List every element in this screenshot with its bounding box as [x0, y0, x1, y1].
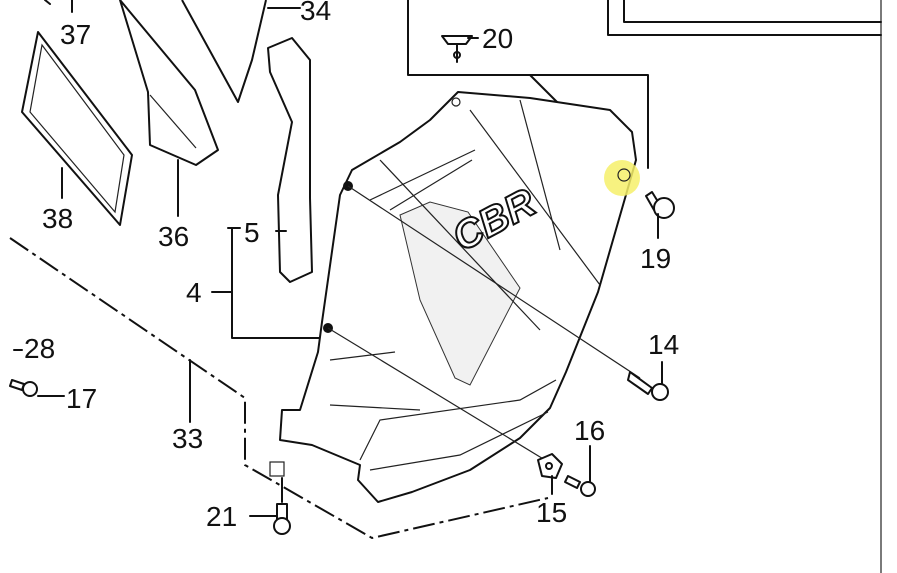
grommet-hole [617, 168, 631, 182]
part-15-nut [537, 453, 563, 495]
label-part-28: 28 [24, 333, 55, 364]
part-4-bracket [231, 227, 331, 339]
label-part-33: 33 [172, 423, 203, 454]
leader-33-line [9, 237, 549, 540]
label-part-19: 19 [640, 243, 671, 274]
part-19-cap [645, 191, 675, 239]
label-part-5: 5 [244, 217, 260, 248]
part-38-panel [21, 31, 133, 226]
label-part-20: 20 [482, 23, 513, 54]
label-part-37: 37 [60, 19, 91, 50]
label-part-38: 38 [42, 203, 73, 234]
label-part-15: 15 [536, 497, 567, 528]
label-part-34: 34 [300, 0, 331, 26]
part-21-bolt [249, 461, 291, 535]
fairing-hole-top [451, 97, 461, 107]
label-part-16: 16 [574, 415, 605, 446]
leader-15-line [327, 327, 546, 461]
part-17-bolt [9, 379, 65, 397]
callout-20-bracket [407, 0, 561, 106]
label-part-17: 17 [66, 383, 97, 414]
label-part-4: 4 [186, 277, 202, 308]
part-16-bolt [564, 445, 596, 497]
leader-14-line [347, 185, 641, 379]
top-right-box [607, 0, 882, 36]
main-fairing: CBR [279, 91, 637, 503]
highlight-marker [604, 160, 640, 196]
label-part-14: 14 [648, 329, 679, 360]
part-37-leader [44, 0, 73, 13]
part-14-bolt [627, 361, 669, 401]
callout-19-bracket [529, 74, 649, 169]
label-part-36: 36 [158, 221, 189, 252]
part-5-strip [227, 37, 313, 283]
label-part-21: 21 [206, 501, 237, 532]
part-20-clip [441, 35, 479, 63]
part-36-cover [119, 0, 219, 217]
part-34-cover [181, 0, 301, 103]
